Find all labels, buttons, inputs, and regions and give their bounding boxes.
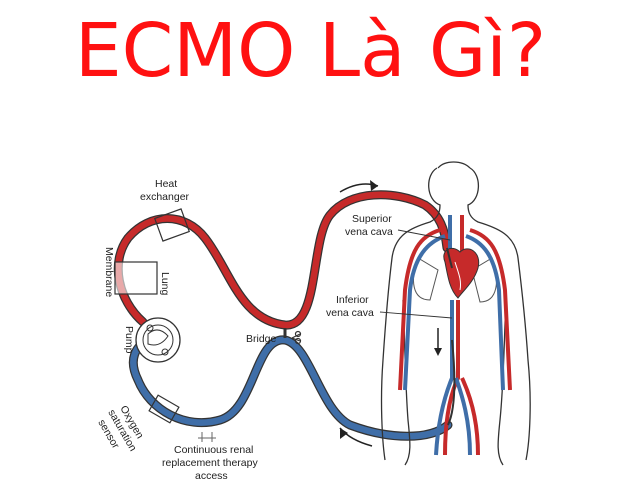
label-membrane: Membrane xyxy=(103,247,115,297)
membrane-lung-box xyxy=(114,261,158,295)
veins xyxy=(403,215,505,456)
label-lung: Lung xyxy=(159,272,171,296)
label-ivc-1: Inferior xyxy=(336,294,369,306)
crrt-access-icon xyxy=(198,432,216,442)
label-crrt-1: Continuous renal xyxy=(174,444,253,456)
heart xyxy=(443,247,480,299)
page-title: ECMO Là Gì? xyxy=(74,8,547,94)
label-svc-1: Superior xyxy=(352,213,392,225)
label-ivc-2: vena cava xyxy=(326,307,374,319)
label-pump: Pump xyxy=(123,326,135,354)
label-crrt-2: replacement therapy xyxy=(162,457,258,469)
catheter-lower xyxy=(447,339,456,426)
label-bridge: Bridge xyxy=(246,333,277,345)
label-heat-2: exchanger xyxy=(140,191,190,203)
label-svc-2: vena cava xyxy=(345,226,393,238)
heat-exchanger-box xyxy=(153,208,191,242)
svc-leader xyxy=(397,229,451,241)
label-heat-1: Heat xyxy=(155,178,177,190)
oxygen-sensor-box xyxy=(148,394,180,424)
pump-icon xyxy=(135,317,181,363)
ivc-leader xyxy=(379,311,453,319)
label-crrt-3: access xyxy=(195,470,228,482)
scissors-icon xyxy=(291,330,302,345)
catheter-upper xyxy=(446,247,453,269)
